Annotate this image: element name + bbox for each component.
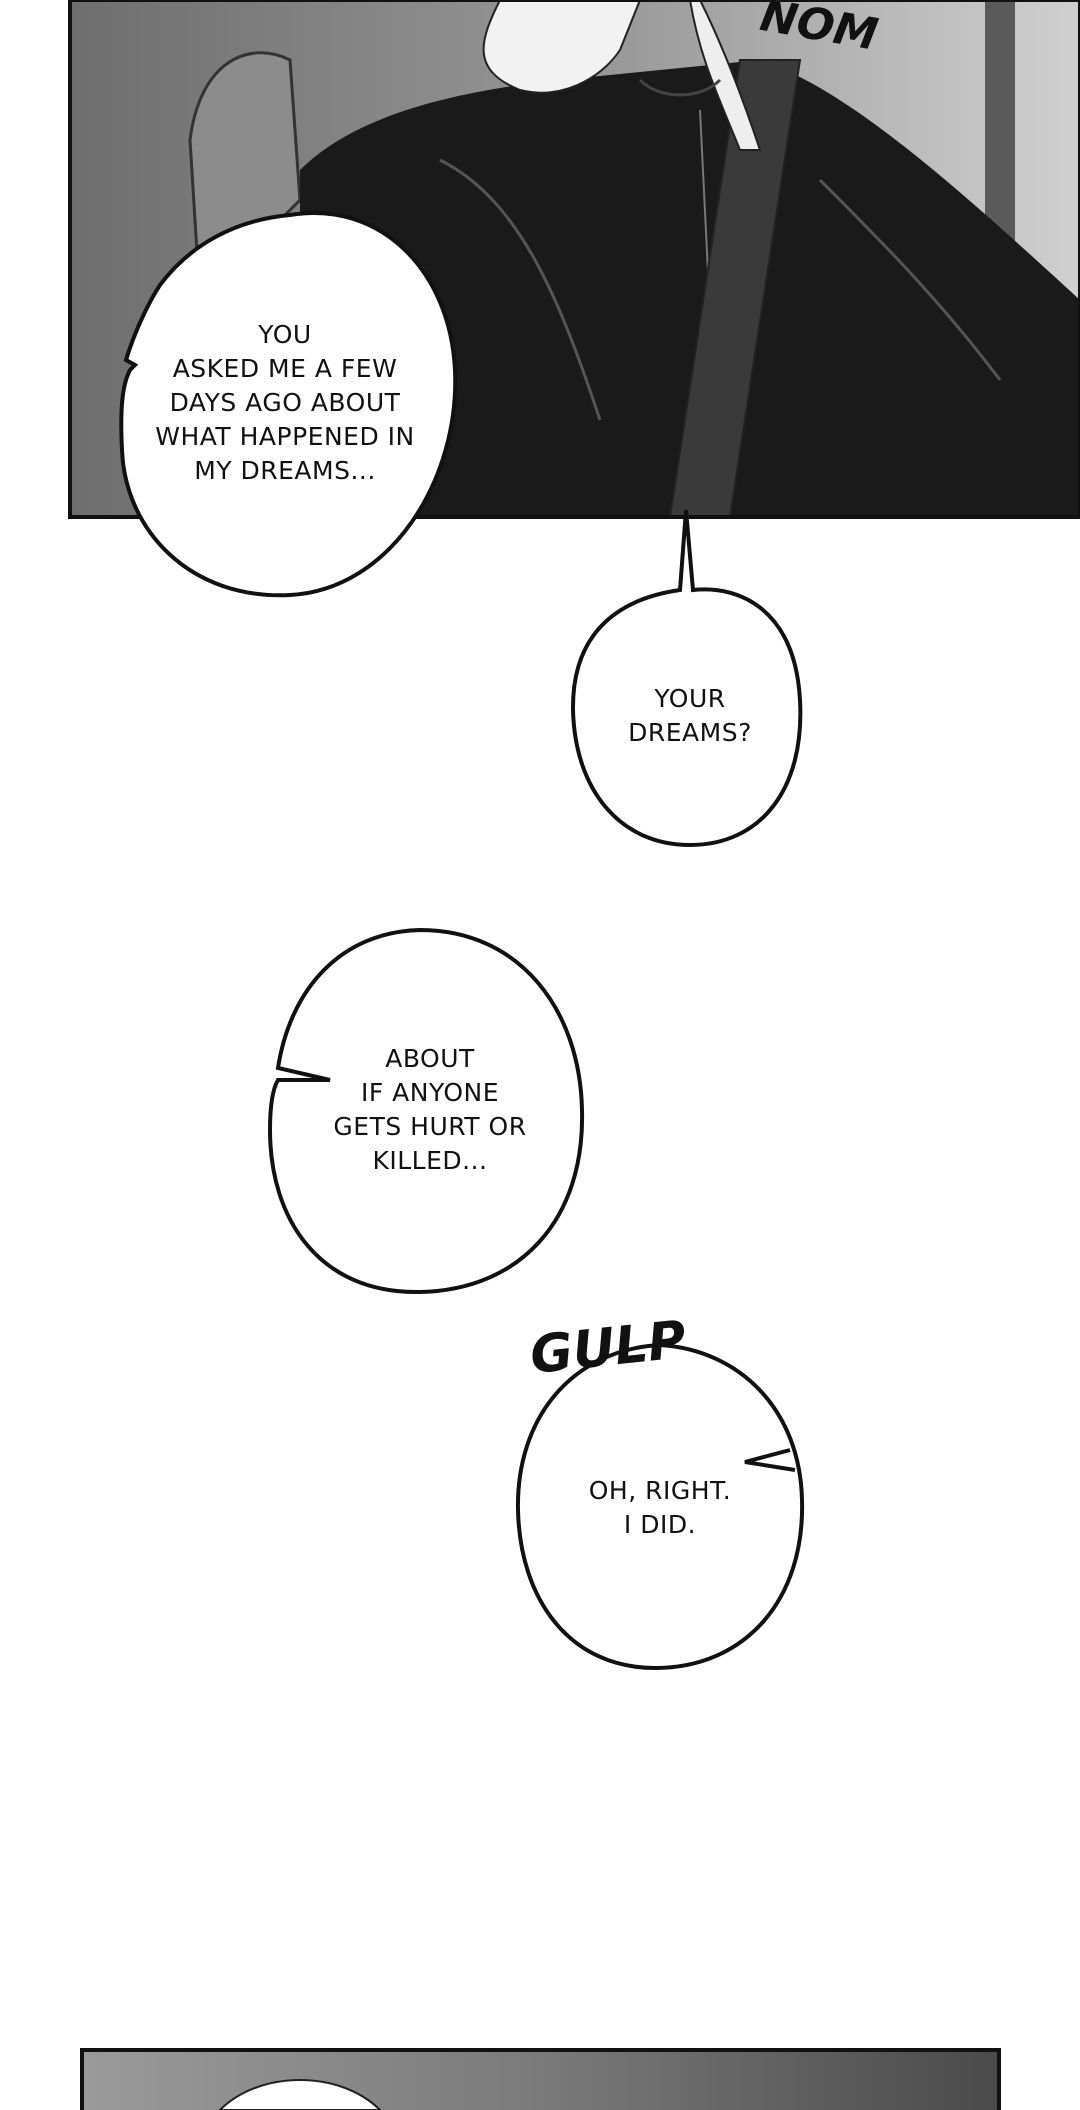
dialogue-3-line: IF ANYONE	[360, 1078, 500, 1107]
dialogue-3-line: KILLED...	[372, 1146, 488, 1175]
dialogue-3-text: ABOUT IF ANYONE GETS HURT OR KILLED...	[310, 1042, 550, 1178]
speech-bubble-2	[570, 509, 803, 848]
dialogue-2-text: YOUR DREAMS?	[590, 682, 790, 750]
dialogue-1-line: WHAT HAPPENED IN	[155, 422, 415, 451]
dialogue-4-line: OH, RIGHT.	[588, 1476, 732, 1505]
speech-bubble-4	[515, 1342, 805, 1671]
bottom-panel	[80, 2048, 1001, 2110]
dialogue-3-line: GETS HURT OR	[333, 1112, 527, 1141]
speech-bubble-1	[119, 211, 458, 598]
dialogue-1-line: MY DREAMS...	[194, 456, 376, 485]
speech-bubble-3	[267, 927, 585, 1295]
dialogue-4-line: I DID.	[623, 1510, 697, 1539]
dialogue-1-line: YOU	[258, 320, 312, 349]
dialogue-3-line: ABOUT	[385, 1044, 475, 1073]
dialogue-1-line: ASKED ME A FEW	[172, 354, 398, 383]
dialogue-2-line: DREAMS?	[628, 718, 752, 747]
dialogue-1-text: YOU ASKED ME A FEW DAYS AGO ABOUT WHAT H…	[150, 318, 420, 488]
dialogue-2-line: YOUR	[654, 684, 726, 713]
dialogue-1-line: DAYS AGO ABOUT	[169, 388, 401, 417]
dialogue-4-text: OH, RIGHT. I DID.	[560, 1474, 760, 1542]
